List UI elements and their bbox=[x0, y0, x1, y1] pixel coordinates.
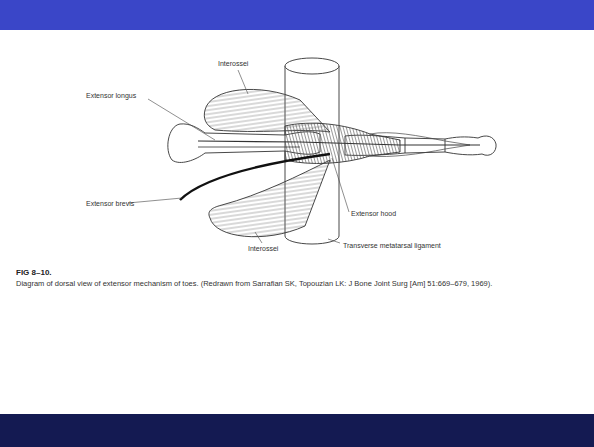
part-label: Transverse metatarsal ligament bbox=[343, 242, 441, 250]
footer-bar bbox=[0, 414, 594, 447]
title-bar bbox=[0, 0, 594, 30]
leader-line bbox=[128, 70, 349, 243]
part-label: Extensor longus bbox=[86, 92, 136, 100]
part-label: Interossei bbox=[218, 60, 248, 68]
extensor-brevis-tendon bbox=[180, 154, 330, 200]
part-label: Interossei bbox=[248, 245, 278, 253]
figure-number: FIG 8–10. bbox=[16, 268, 52, 277]
figure-caption: Diagram of dorsal view of extensor mecha… bbox=[16, 279, 498, 290]
part-label: Extensor hood bbox=[351, 210, 396, 218]
part-label: Extensor brevis bbox=[86, 200, 134, 208]
interossei-muscle bbox=[209, 160, 330, 237]
extensor-longus-tendon bbox=[198, 141, 480, 145]
